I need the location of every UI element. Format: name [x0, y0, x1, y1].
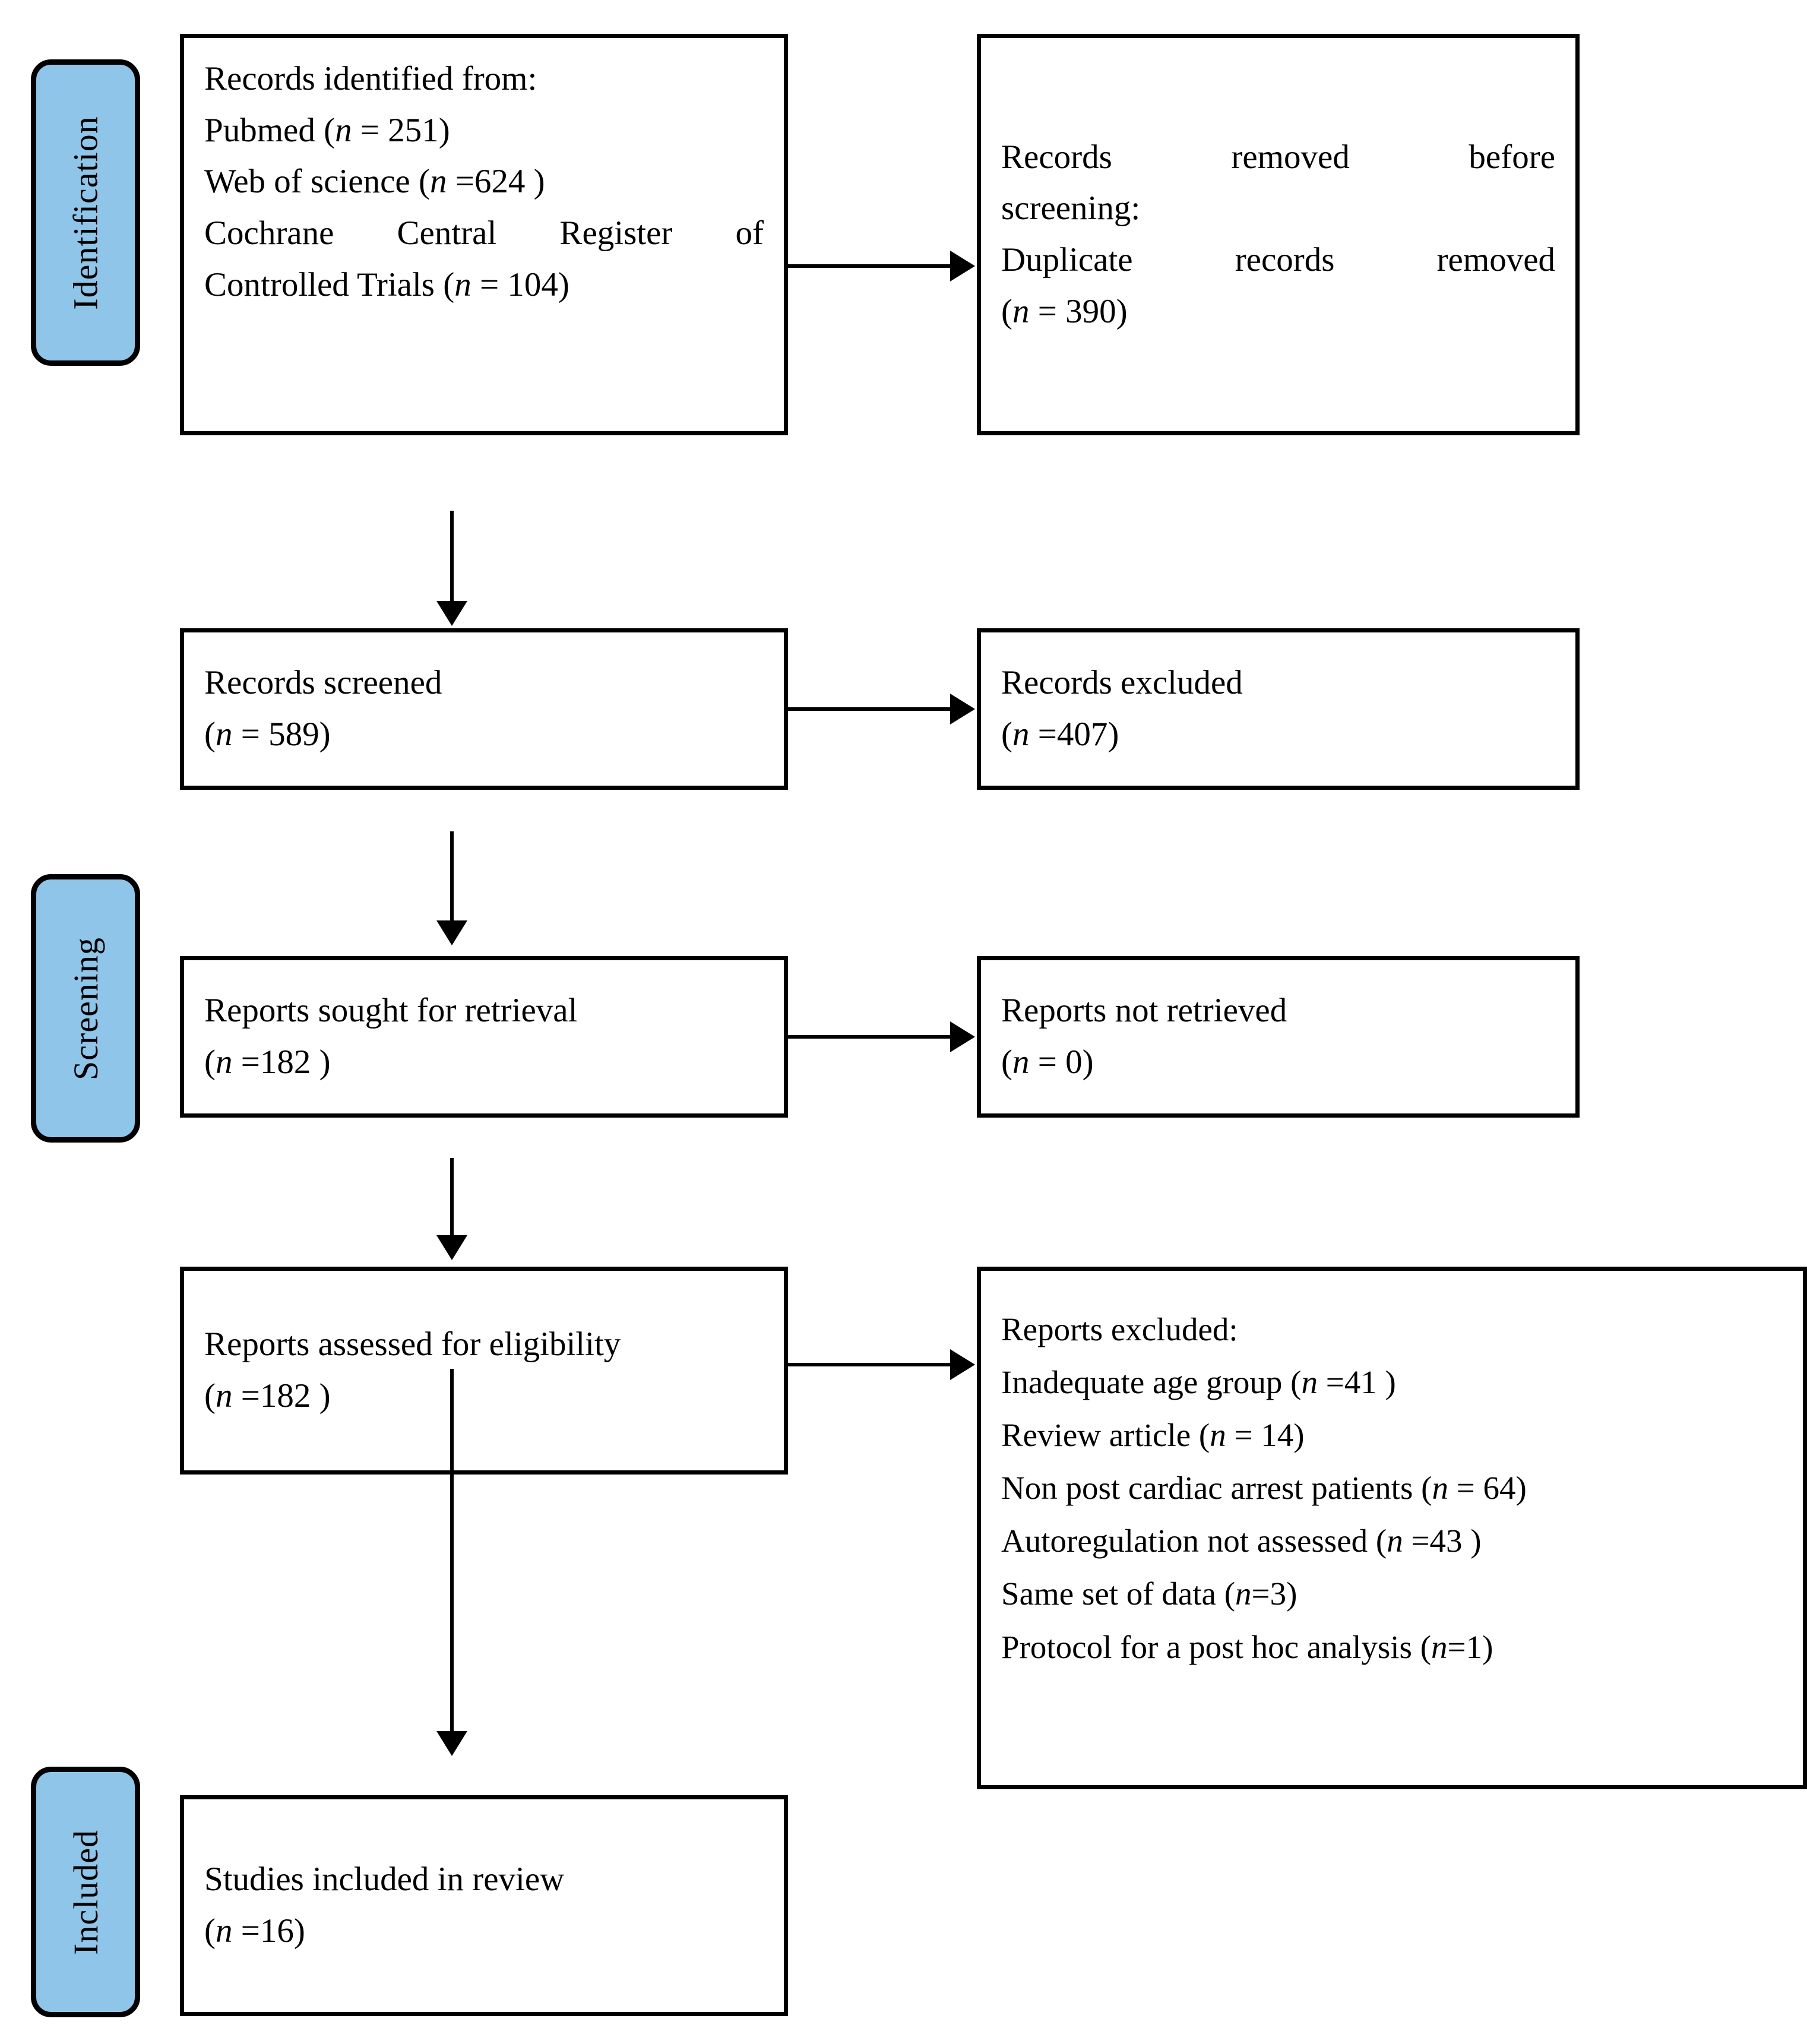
records-identified-cochrane-line1: Cochrane Central Register of — [204, 214, 764, 252]
box-reports-assessed-for-eligibility: Reports assessed for eligibility (n =182… — [180, 1267, 788, 1475]
connector-sought-to-not-retrieved — [788, 1035, 952, 1039]
records-removed-count: (n = 390) — [1001, 292, 1128, 330]
studies-included-count: (n =16) — [204, 1912, 305, 1950]
reports-not-retrieved-label: Reports not retrieved — [1001, 992, 1287, 1030]
reports-excluded-reason: Protocol for a post hoc analysis (n=1) — [1001, 1628, 1493, 1665]
reports-excluded-title: Reports excluded: — [1001, 1311, 1238, 1347]
phase-label-identification: Identification — [31, 59, 140, 366]
phase-label-screening: Screening — [31, 874, 140, 1143]
records-excluded-count: (n =407) — [1001, 716, 1119, 753]
reports-excluded-reason: Inadequate age group (n =41 ) — [1001, 1364, 1396, 1401]
studies-included-label: Studies included in review — [204, 1861, 565, 1899]
records-identified-web-of-science: Web of science (n =624 ) — [204, 163, 545, 201]
reports-sought-count: (n =182 ) — [204, 1043, 331, 1081]
box-records-identified: Records identified from: Pubmed (n = 251… — [180, 34, 788, 435]
arrowhead-assessed-to-excluded — [950, 1349, 975, 1380]
records-removed-line1: Records removed before — [1001, 138, 1555, 176]
arrowhead-identified-to-screened — [436, 601, 467, 626]
arrowhead-sought-to-not-retrieved — [950, 1021, 975, 1052]
box-studies-included-in-review: Studies included in review (n =16) — [180, 1795, 788, 2016]
phase-label-included-text: Included — [66, 1829, 105, 1955]
arrowhead-screened-to-sought — [436, 920, 467, 945]
reports-excluded-reason: Non post cardiac arrest patients (n = 64… — [1001, 1470, 1527, 1507]
records-removed-line3: Duplicate records removed — [1001, 241, 1555, 279]
reports-not-retrieved-count: (n = 0) — [1001, 1043, 1094, 1081]
box-reports-sought-for-retrieval: Reports sought for retrieval (n =182 ) — [180, 956, 788, 1118]
reports-excluded-reason: Review article (n = 14) — [1001, 1417, 1305, 1454]
phase-label-identification-text: Identification — [66, 115, 105, 310]
connector-identified-to-removed — [788, 264, 952, 268]
records-screened-label: Records screened — [204, 664, 442, 702]
connector-sought-to-assessed — [450, 1158, 454, 1241]
reports-excluded-reason: Autoregulation not assessed (n =43 ) — [1001, 1523, 1482, 1559]
connector-assessed-to-excluded — [788, 1363, 952, 1366]
reports-excluded-reason: Same set of data (n=3) — [1001, 1575, 1298, 1612]
records-identified-heading: Records identified from: — [204, 60, 537, 97]
reports-sought-label: Reports sought for retrieval — [204, 992, 578, 1030]
records-removed-line2: screening: — [1001, 189, 1141, 227]
arrowhead-identified-to-removed — [950, 251, 975, 281]
phase-label-included: Included — [31, 1767, 140, 2017]
box-records-removed-before-screening: Records removed before screening: Duplic… — [977, 34, 1580, 435]
box-reports-excluded-detail: Reports excluded: Inadequate age group (… — [977, 1267, 1807, 1789]
reports-assessed-count: (n =182 ) — [204, 1377, 331, 1415]
arrowhead-screened-to-excluded — [950, 694, 975, 724]
connector-identified-to-screened — [450, 511, 454, 607]
arrowhead-sought-to-assessed — [436, 1235, 467, 1260]
box-records-screened: Records screened (n = 589) — [180, 628, 788, 790]
reports-assessed-label: Reports assessed for eligibility — [204, 1325, 621, 1363]
connector-screened-to-sought — [450, 831, 454, 926]
arrowhead-assessed-to-included — [436, 1731, 467, 1756]
records-screened-count: (n = 589) — [204, 716, 331, 753]
records-identified-pubmed: Pubmed (n = 251) — [204, 111, 450, 149]
records-excluded-label: Records excluded — [1001, 664, 1243, 702]
box-reports-not-retrieved: Reports not retrieved (n = 0) — [977, 956, 1580, 1118]
box-records-excluded: Records excluded (n =407) — [977, 628, 1580, 790]
phase-label-screening-text: Screening — [66, 936, 105, 1080]
connector-screened-to-excluded — [788, 707, 952, 711]
connector-assessed-to-included — [450, 1369, 454, 1737]
records-identified-cochrane-line2: Controlled Trials (n = 104) — [204, 265, 569, 303]
